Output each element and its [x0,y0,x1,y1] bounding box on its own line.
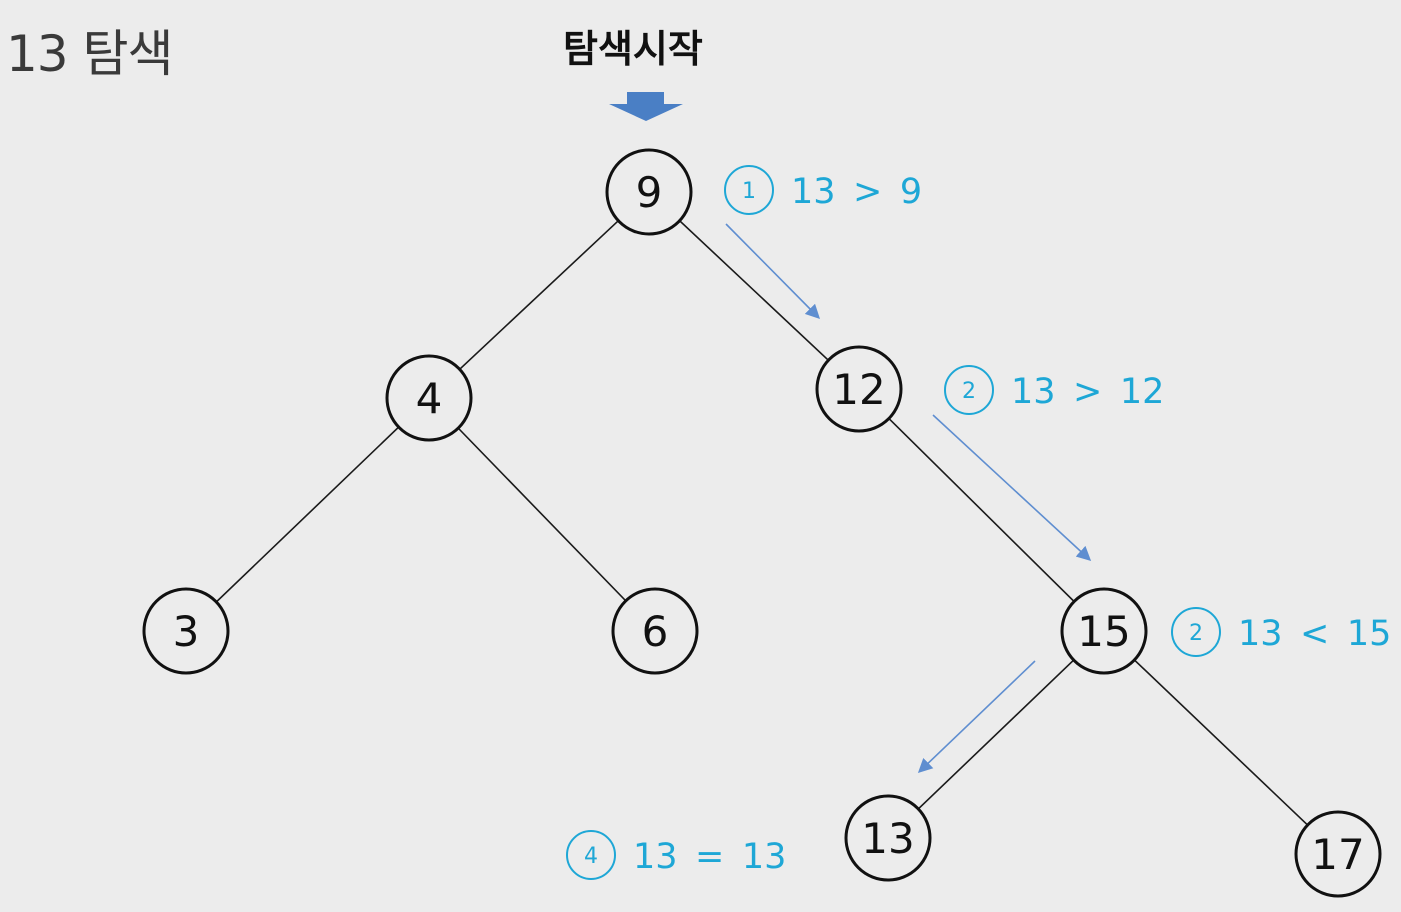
edge-n9-n4 [428,191,650,399]
search-step-3: 2 13 < 15 [1171,607,1391,657]
node-label: 17 [1311,830,1364,879]
node-label: 13 [861,814,914,863]
node-circle [1060,587,1148,675]
search-start-label: 탐색시작 [563,27,703,71]
tree-node-3: 3 [142,587,230,675]
edge-n9-n12 [648,191,860,390]
step-comparison: 13 = 13 [633,837,786,877]
tree-node-9: 9 [605,148,693,236]
node-circle [844,794,932,882]
step-comparison: 13 > 9 [791,172,922,212]
node-circle [611,587,699,675]
node-label: 4 [416,374,443,423]
tree-node-15: 15 [1060,587,1148,675]
start-arrow-icon [609,92,683,121]
edge-n4-n3 [185,397,430,632]
node-circle [815,345,903,433]
tree-edges [185,191,1339,855]
tree-node-4: 4 [385,354,473,442]
step-comparison: 13 < 15 [1238,614,1391,654]
node-circle [385,354,473,442]
step-comparison: 13 > 12 [1011,372,1164,412]
tree-node-17: 17 [1294,810,1382,898]
edge-n15-n13 [887,630,1105,839]
search-path-arrows [725,223,1092,773]
step-number: 4 [584,844,598,869]
tree-node-6: 6 [611,587,699,675]
search-steps: 1 13 > 9 2 13 > 12 2 13 < 15 4 13 = 13 [566,165,1391,880]
step-number-badge [566,830,616,880]
node-label: 12 [832,365,885,414]
slide-title: 13 탐색 [6,25,174,83]
step-number: 2 [1189,621,1203,646]
tree-node-13: 13 [844,794,932,882]
edge-n15-n17 [1103,630,1339,855]
step-number: 2 [962,379,976,404]
step-number-badge [1171,607,1221,657]
edge-n12-n15 [858,388,1105,632]
node-label: 6 [642,607,669,656]
node-label: 15 [1077,607,1130,656]
path-arrow-step-1 [725,223,821,320]
node-circle [1294,810,1382,898]
search-step-1: 1 13 > 9 [724,165,922,215]
step-number-badge [724,165,774,215]
tree-node-12: 12 [815,345,903,433]
step-number: 1 [742,179,756,204]
node-circle [605,148,693,236]
path-arrow-step-2 [932,414,1092,561]
step-number-badge [944,365,994,415]
search-step-4: 4 13 = 13 [566,830,786,880]
node-circle [142,587,230,675]
edge-n4-n6 [428,397,656,632]
node-label: 9 [636,168,663,217]
search-step-2: 2 13 > 12 [944,365,1164,415]
node-label: 3 [173,607,200,656]
path-arrow-step-3 [917,660,1036,773]
